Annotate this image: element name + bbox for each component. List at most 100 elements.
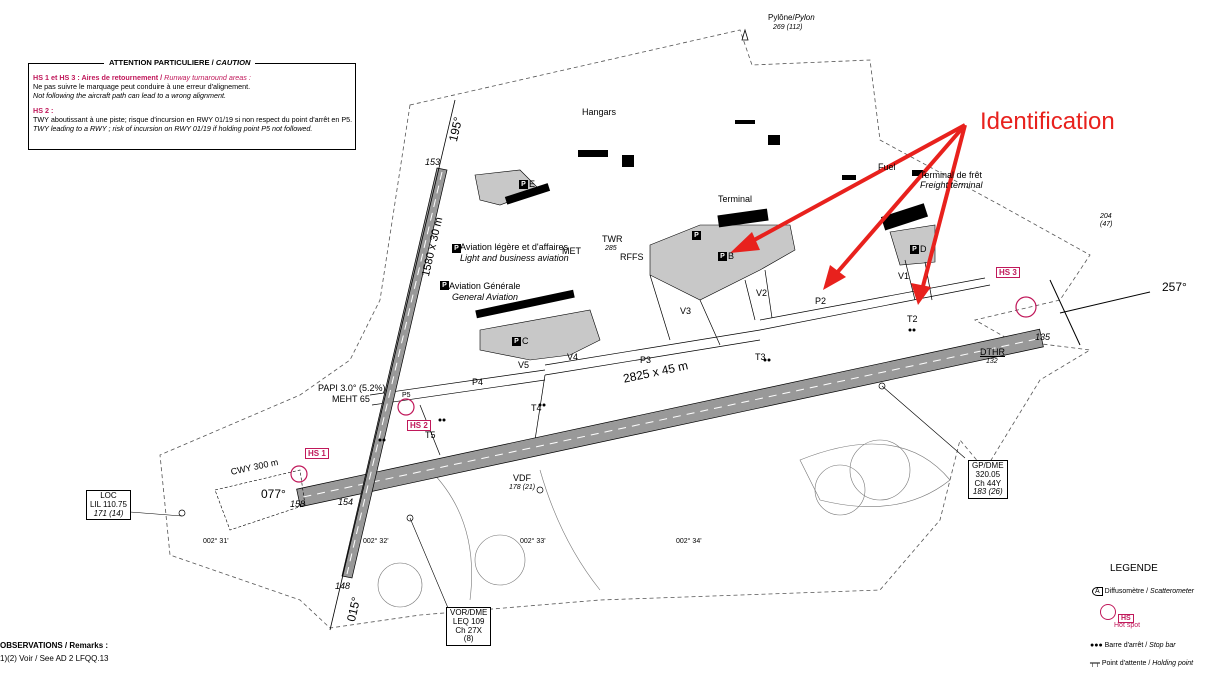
vdf-label: VDF — [513, 473, 531, 483]
taxiway-t4 — [534, 374, 546, 441]
met-label: MET — [562, 246, 581, 256]
thr-elev-153: 153 — [425, 157, 441, 167]
hotspot-hs2[interactable]: HS 2 — [407, 420, 431, 431]
holding-point-icon: ╤╤ — [1090, 660, 1100, 667]
thr-elev-158: 158 — [290, 499, 306, 509]
parking-d: D — [920, 244, 927, 254]
dthr-label: DTHR — [980, 347, 1005, 357]
taxiway-label-v1: V1 — [898, 271, 910, 281]
terminal-label: Terminal — [718, 194, 753, 204]
heading-257: 257° — [1162, 280, 1187, 294]
parking-c: C — [522, 336, 529, 346]
parking-icon: P — [512, 337, 521, 346]
freight-building — [880, 203, 929, 231]
light-aviation-label-en: Light and business aviation — [460, 253, 569, 263]
legend-title: LEGENDE — [1110, 563, 1158, 574]
taxiway-p2 — [759, 277, 991, 331]
longitude-label: 002° 31' — [203, 538, 229, 545]
parking-b: B — [728, 251, 735, 261]
parking-icon: P — [519, 180, 528, 189]
hangar-small — [912, 170, 926, 176]
taxiway-label-v3: V3 — [680, 306, 692, 316]
loc-box: LOC LIL 110.75 171 (14) — [86, 490, 131, 521]
obstacle-elev: 204 — [1100, 213, 1112, 220]
hangar-small — [578, 150, 608, 157]
identification-annotation: Identification — [980, 108, 1115, 135]
taxiway-label-p5: P5 — [402, 392, 411, 399]
hotspot-circle-hs1 — [290, 465, 308, 483]
aerodrome-boundary — [159, 29, 1092, 629]
obstacle-elev-2: (47) — [1100, 221, 1113, 228]
taxiway-label-t5: T5 — [425, 430, 436, 440]
fuel-label: Fuel — [878, 162, 896, 172]
caution-title: ATTENTION PARTICULIERE / CAUTION — [104, 58, 256, 68]
ga-label-en: General Aviation — [452, 292, 519, 302]
ga-hangars — [475, 289, 575, 319]
taxiway-label-t2: T2 — [907, 314, 918, 324]
hangar-small — [622, 155, 634, 167]
taxiway-label-p2: P2 — [815, 296, 827, 306]
hs2-line-fr: TWY aboutissant à une piste; risque d'in… — [33, 115, 353, 124]
hangar-block — [504, 183, 551, 205]
terminal-building — [717, 208, 769, 228]
hotspot-circle-hs2 — [397, 398, 415, 416]
hangars-label: Hangars — [582, 107, 617, 117]
hs13-line-en: Not following the aircraft path can lead… — [33, 91, 226, 100]
parking-icon: P — [718, 252, 727, 261]
gp-antenna-icon — [878, 382, 886, 390]
runway-01-19 — [341, 167, 448, 579]
freight-label-fr: Terminal de frêt — [920, 170, 983, 180]
taxiway-v3 — [649, 274, 721, 346]
remarks-title: OBSERVATIONS / Remarks : — [0, 641, 109, 650]
longitude-label: 002° 33' — [520, 538, 546, 545]
taxiway-label-v5: V5 — [518, 360, 530, 370]
vdf-elev: 178 (21) — [509, 484, 536, 491]
vor-dme-box: VOR/DME LEQ 109 Ch 27X (8) — [446, 607, 492, 647]
longitude-label: 002° 34' — [676, 538, 702, 545]
taxiway-label-p4: P4 — [472, 377, 484, 387]
thr-elev-154: 154 — [338, 497, 354, 507]
approach-lights-25 — [1049, 279, 1151, 346]
taxiway-label-v4: V4 — [567, 352, 579, 362]
vdf-antenna-icon — [536, 486, 544, 494]
runway-07-25 — [296, 328, 1044, 508]
heading-077: 077° — [261, 487, 286, 501]
hangar-small — [735, 120, 755, 124]
loc-antenna-icon — [178, 509, 186, 517]
hotspot-hs3[interactable]: HS 3 — [996, 267, 1020, 278]
hotspot-legend-icon — [1100, 604, 1116, 620]
parking-icon: P — [452, 244, 461, 253]
stands-south — [429, 443, 951, 601]
parking-icon: P — [910, 245, 919, 254]
loc-feather — [129, 511, 183, 517]
parking-e: E — [529, 179, 536, 189]
stop-bar-icon: ●●● — [1090, 642, 1103, 649]
pylon-elev: 269 (112) — [773, 24, 803, 31]
pylon-icon — [741, 28, 749, 41]
scatterometer-icon: A — [1092, 587, 1103, 596]
parking-icon: P — [440, 281, 449, 290]
hs2-line-en: TWY leading to a RWY ; risk of incursion… — [33, 124, 313, 133]
parking-icon: P — [692, 231, 701, 240]
remarks-line: 1)(2) Voir / See AD 2 LFQQ.13 — [0, 654, 109, 663]
caution-box: ATTENTION PARTICULIERE / CAUTION HS 1 et… — [28, 58, 356, 150]
legend-hotspot: HS Hot spot — [1100, 604, 1140, 629]
light-aviation-label-fr: Aviation légère et d'affaires — [460, 242, 568, 252]
taxiway-v2 — [744, 269, 773, 321]
taxiway-label-p3: P3 — [640, 355, 652, 365]
rffs-label: RFFS — [620, 252, 644, 262]
hs13-heading: HS 1 et HS 3 : Aires de retournement / R… — [33, 73, 251, 82]
hangar-small — [768, 135, 780, 145]
taxiway-label-v2: V2 — [756, 288, 768, 298]
thr-elev-148: 148 — [335, 581, 351, 591]
taxiway-p3 — [544, 329, 761, 376]
twr-label: TWR — [602, 234, 623, 244]
legend-scatterometer: A Diffusomètre / Scatterometer — [1092, 587, 1194, 596]
taxiway-label-t4: T4 — [531, 403, 542, 413]
apron-general-aviation — [479, 309, 601, 361]
clearway — [214, 469, 306, 531]
meht-label: MEHT 65 — [332, 394, 370, 404]
hotspot-hs1[interactable]: HS 1 — [305, 448, 329, 459]
ga-label-fr: Aviation Générale — [449, 281, 521, 291]
